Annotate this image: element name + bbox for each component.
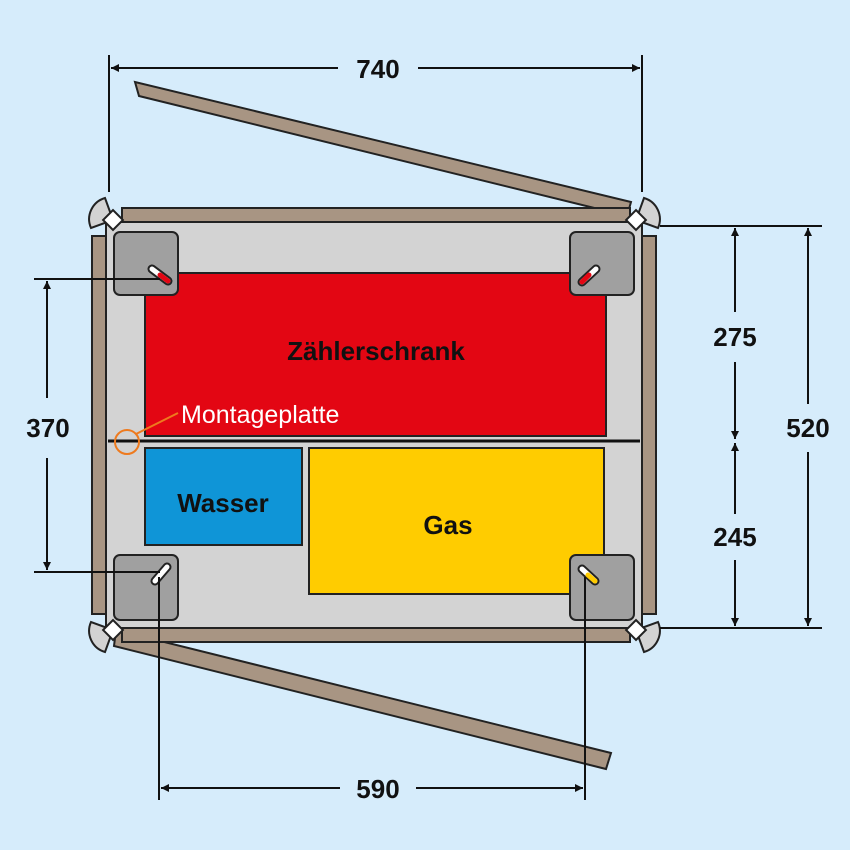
corner-hinge-icon (88, 618, 125, 654)
corner-hinge-icon (624, 196, 661, 232)
corner-hinge-icon (88, 196, 125, 232)
dimension-label: 275 (713, 322, 756, 352)
dimension-label: 370 (26, 413, 69, 443)
bracket-bottom-right (569, 554, 635, 621)
dimension-label: 245 (713, 522, 756, 552)
meter-cabinet-label: Zählerschrank (287, 336, 465, 366)
water-label: Wasser (177, 488, 269, 518)
bracket-top-right (569, 231, 635, 296)
dimension-top-width: 740 (108, 54, 643, 192)
dimension-right-total: 520 (786, 228, 830, 626)
dimension-bottom-width: 590 (158, 577, 586, 804)
dimension-label: 740 (356, 54, 399, 84)
dimension-right-upper: 275 (713, 228, 757, 439)
dimension-label: 520 (786, 413, 829, 443)
bracket-top-left (113, 231, 179, 296)
dimension-right-lower: 245 (713, 443, 757, 626)
bracket-bottom-left (113, 554, 179, 621)
frame-top-bar (121, 207, 631, 223)
corner-hinge-icon (624, 618, 661, 654)
door-bottom-open (112, 628, 613, 771)
frame-left-bar (91, 235, 107, 615)
frame-bottom-bar (121, 627, 631, 643)
dimension-label: 590 (356, 774, 399, 804)
frame-right-bar (641, 235, 657, 615)
meter-cabinet-box (144, 272, 607, 437)
mounting-plate-marker-icon (114, 429, 140, 455)
gas-box (308, 447, 605, 595)
water-box (144, 447, 303, 546)
mounting-plate-label: Montageplatte (181, 401, 339, 429)
dimension-left-height: 370 (26, 278, 160, 573)
mounting-plate-leader (135, 412, 179, 435)
gas-label: Gas (423, 510, 472, 540)
